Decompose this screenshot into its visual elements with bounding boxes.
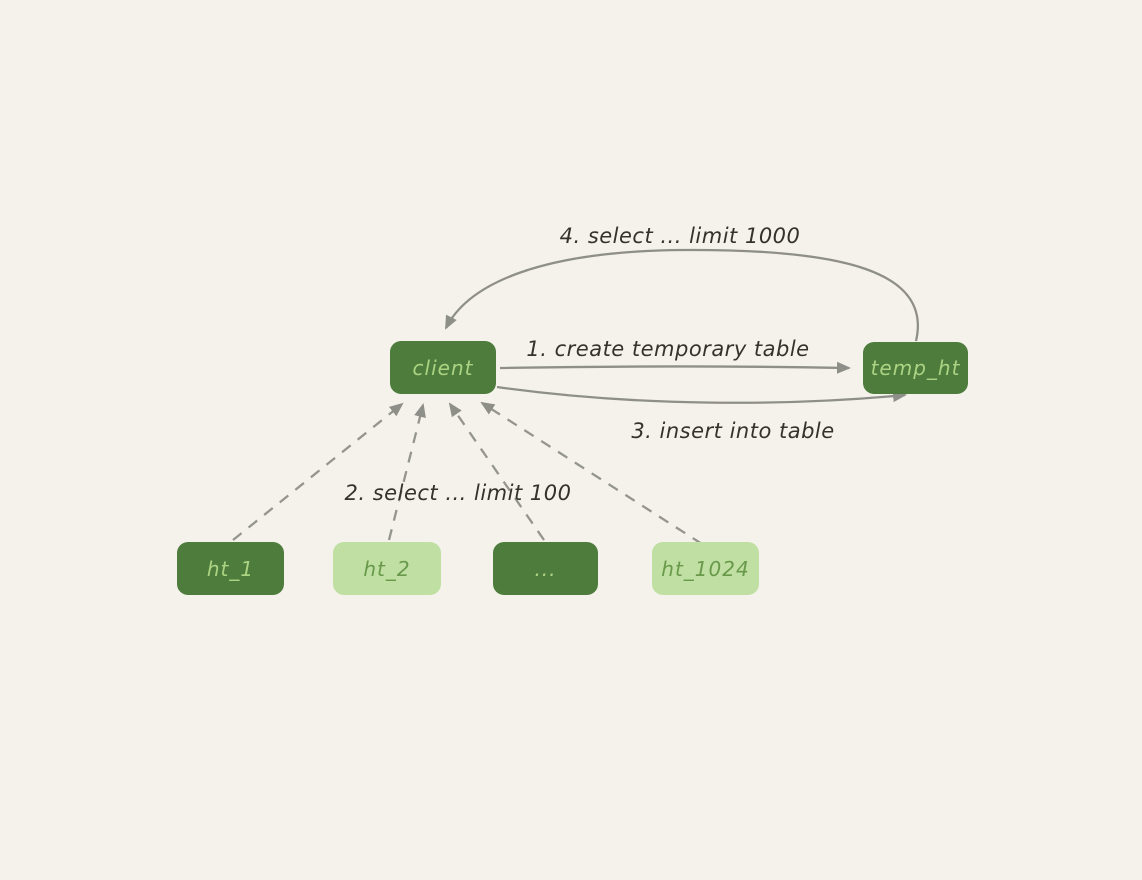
edge-select-limit-1000-arrow <box>444 248 919 342</box>
edge-label-select-limit-100: 2. select ... limit 100 <box>344 481 572 505</box>
node-temp-ht-label: temp_ht <box>870 356 961 380</box>
node-client: client <box>390 341 496 394</box>
edge-ht1024-to-client-arrow <box>480 401 703 545</box>
node-ht-1024-label: ht_1024 <box>661 556 750 581</box>
node-temp-ht: temp_ht <box>863 342 968 394</box>
edge-htdots-to-client-arrow <box>448 402 545 541</box>
node-ht-ellipsis: ... <box>493 542 598 595</box>
edge-insert-into-table-arrow <box>496 385 907 404</box>
node-ht-1-label: ht_1 <box>206 556 255 581</box>
node-ht-2-label: ht_2 <box>363 556 411 581</box>
edge-label-insert-into-table: 3. insert into table <box>631 419 835 443</box>
edge-label-create-temp-table: 1. create temporary table <box>526 337 810 361</box>
node-ht-2: ht_2 <box>333 542 441 595</box>
edge-ht1-to-client-arrow <box>232 402 404 541</box>
node-client-label: client <box>412 355 474 380</box>
node-ht-1024: ht_1024 <box>652 542 759 595</box>
node-ht-ellipsis-label: ... <box>534 556 557 581</box>
edge-ht2-to-client-arrow <box>387 403 426 541</box>
edge-label-select-limit-1000: 4. select ... limit 1000 <box>559 224 801 248</box>
edge-create-temp-table-arrow <box>499 361 851 374</box>
edge-select-limit-100-arrows <box>232 401 703 545</box>
node-ht-1: ht_1 <box>177 542 284 595</box>
